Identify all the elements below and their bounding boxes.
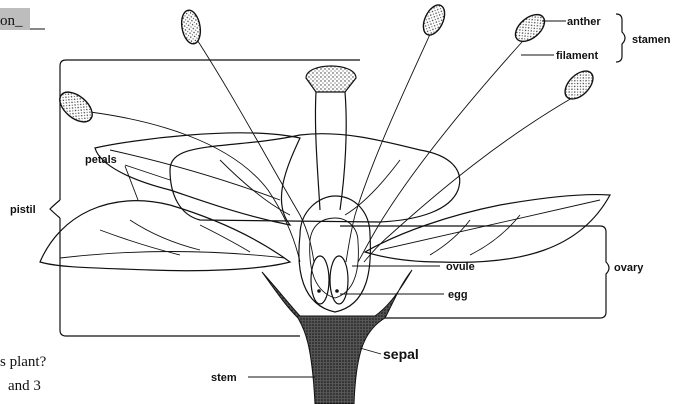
egg-left xyxy=(317,289,321,293)
petals-leader-2 xyxy=(125,166,138,200)
right-petal xyxy=(365,195,610,263)
pistil-bracket-point xyxy=(50,200,60,218)
stamen-bracket xyxy=(616,14,625,62)
svg-text:on_: on_ xyxy=(0,13,23,29)
filament-4 xyxy=(358,42,522,262)
question-fragment-2: and 3 xyxy=(8,378,41,394)
ovule-label: ovule xyxy=(446,261,475,273)
style xyxy=(315,92,346,210)
filament-label: filament xyxy=(556,50,599,62)
right-petal-veins xyxy=(380,200,600,255)
question-fragment-1: s plant? xyxy=(0,354,47,370)
stem-label: stem xyxy=(211,372,237,384)
header-fragment: on_ xyxy=(0,8,45,30)
anther-5 xyxy=(560,66,598,104)
stigma xyxy=(306,66,356,92)
stamen-label: stamen xyxy=(632,34,671,46)
anther-4 xyxy=(511,9,550,46)
ovary-label: ovary xyxy=(614,262,644,274)
left-petal xyxy=(40,201,290,271)
sepal-leader xyxy=(360,348,381,354)
anther-2 xyxy=(179,9,203,46)
sepal-label: sepal xyxy=(383,346,419,362)
anther-1 xyxy=(54,86,97,127)
anther-3 xyxy=(419,2,449,39)
pistil-bracket-left xyxy=(60,66,300,336)
egg-right xyxy=(335,289,339,293)
egg-label: egg xyxy=(448,289,468,301)
left-petal-veins xyxy=(60,220,285,258)
ovule-left xyxy=(311,256,329,304)
anther-label: anther xyxy=(567,16,601,28)
upper-left-petal xyxy=(95,133,300,225)
pistil-label: pistil xyxy=(10,204,36,216)
petals-label: petals xyxy=(85,154,117,166)
